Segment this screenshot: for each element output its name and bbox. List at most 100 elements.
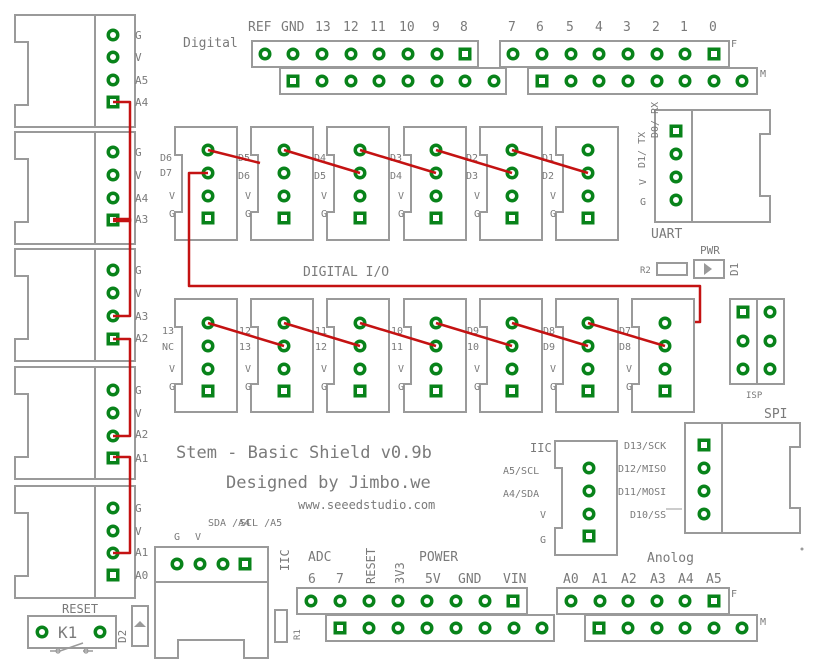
digital-label-0: 0 — [709, 20, 717, 35]
left-connector-5-label-2: V — [135, 525, 142, 538]
analog-row1 — [556, 587, 730, 615]
io-top-1-label-3: V — [169, 191, 175, 202]
io-top-3-label-2: D5 — [314, 171, 326, 182]
isp-header: ISP — [729, 298, 785, 401]
left-connector-4-label-3: A2 — [135, 428, 148, 441]
io-bottom-7-label-2: D8 — [619, 342, 631, 353]
digital-label-4: 4 — [595, 20, 603, 35]
io-bottom-4-label-1: 10 — [391, 326, 403, 337]
left-connector-1: G V A5 A4 — [14, 14, 149, 128]
uart-title: UART — [651, 227, 682, 242]
io-bottom-row: 13 NC V G 12 13 V G 11 12 V G — [162, 298, 695, 413]
io-top-4: D3 D4 V G — [390, 126, 467, 241]
power-label-6: 6 — [308, 572, 316, 587]
d2-label: D2 — [116, 630, 129, 643]
io-bottom-1-label-1: 13 — [162, 326, 174, 337]
left-connector-2-label-3: A4 — [135, 192, 149, 205]
iic-left-connector: G V SDA /A4 SCL /A5 IIC — [154, 518, 292, 659]
digital-label-1: 1 — [680, 20, 688, 35]
analog-label-a2: A2 — [621, 572, 637, 587]
trace-bottom-3 — [359, 321, 437, 348]
analog-f-mark: F — [731, 589, 737, 600]
io-bottom-6-label-3: V — [550, 364, 556, 375]
spi-connector: SPI D13/SCK D12/MISO D11/MOSI D10/SS — [618, 407, 804, 551]
reset-button[interactable]: RESET K1 — [27, 602, 117, 654]
io-top-6-label-4: G — [550, 209, 556, 220]
io-bottom-3-label-1: 11 — [315, 326, 327, 337]
reset-label: RESET — [62, 602, 98, 616]
trace-top-5 — [511, 148, 589, 175]
io-bottom-4-label-3: V — [398, 364, 404, 375]
io-bottom-3-label-4: G — [321, 382, 327, 393]
digital-header-1-row2 — [279, 67, 507, 95]
left-connector-3-label-3: A3 — [135, 310, 148, 323]
brand-line-1: Stem - Basic Shield v0.9b — [176, 443, 432, 463]
left-connector-2-label-4: A3 — [135, 213, 148, 226]
r2-resistor — [656, 262, 688, 276]
brand-line-2: Designed by Jimbo.we — [226, 473, 431, 493]
adc-title: ADC — [308, 550, 331, 565]
digital-label-11: 11 — [370, 20, 386, 35]
trace-bottom-6 — [587, 321, 666, 348]
digital-label-8: 8 — [460, 20, 468, 35]
power-title: POWER — [419, 550, 458, 565]
r1-resistor: R1 — [274, 609, 303, 643]
io-top-5-label-1: D2 — [466, 153, 478, 164]
left-connector-4: G V A2 A1 — [14, 366, 148, 480]
io-bottom-4-label-2: 11 — [391, 342, 403, 353]
digital-label-3: 3 — [623, 20, 631, 35]
trace-a1 — [113, 455, 132, 555]
trace-bottom-5 — [511, 321, 589, 348]
power-label-5v: 5V — [425, 572, 441, 587]
io-bottom-6-label-1: D8 — [543, 326, 555, 337]
uart-label-g: G — [640, 197, 646, 208]
io-bottom-1-label-4: G — [169, 382, 175, 393]
io-bottom-7-label-1: D7 — [619, 326, 631, 337]
analog-label-a0: A0 — [563, 572, 579, 587]
io-bottom-2-label-3: V — [245, 364, 251, 375]
io-top-5-label-2: D3 — [466, 171, 478, 182]
iic-right-connector: IIC A5/SCL A4/SDA V G — [503, 440, 618, 556]
io-top-6-label-1: D1 — [542, 153, 554, 164]
d1-label: D1 — [728, 263, 741, 276]
left-connector-1-label-3: A5 — [135, 74, 148, 87]
io-top-1-label-4: G — [169, 209, 175, 220]
iic-left-label-g: G — [174, 532, 180, 543]
io-top-5-label-4: G — [474, 209, 480, 220]
digital-label-7: 7 — [508, 20, 516, 35]
io-top-6: D1 D2 V G — [542, 126, 619, 241]
io-top-4-label-4: G — [398, 209, 404, 220]
left-connector-2: G V A4 A3 — [14, 131, 149, 245]
spi-label-sck: D13/SCK — [624, 441, 666, 452]
left-connectors: G V A5 A4 G V A4 A3 G V A3 A2 — [14, 14, 149, 599]
power-row1 — [296, 587, 528, 615]
io-top-3-label-4: G — [321, 209, 327, 220]
analog-header: Anolog A0 A1 A2 A3 A4 A5 F M — [556, 551, 766, 642]
io-top-3-label-3: V — [321, 191, 327, 202]
analog-row2 — [584, 614, 758, 642]
io-bottom-5: D9 10 V G — [467, 298, 543, 413]
io-bottom-7-label-3: V — [626, 364, 632, 375]
k1-label: K1 — [58, 623, 77, 642]
io-top-1: D6 D7 V G — [160, 126, 238, 241]
left-connector-4-label-4: A1 — [135, 452, 148, 465]
digital-m-mark: M — [760, 69, 766, 80]
left-connector-1-label-2: V — [135, 51, 142, 64]
trace-bottom-2 — [283, 321, 361, 348]
left-connector-3-label-4: A2 — [135, 332, 148, 345]
io-bottom-7-label-4: G — [626, 382, 632, 393]
digital-label-2: 2 — [652, 20, 660, 35]
digital-label-6: 6 — [536, 20, 544, 35]
io-top-3-label-1: D4 — [314, 153, 326, 164]
analog-title: Anolog — [647, 551, 694, 566]
uart-label-rx: D0/ RX — [650, 102, 661, 138]
trace-top-1 — [207, 148, 261, 165]
iic-left-label-scl: SCL /A5 — [240, 518, 282, 529]
io-bottom-7: D7 D8 V G — [619, 298, 695, 413]
left-connector-5: G V A1 A0 — [14, 485, 148, 599]
io-bottom-3-label-2: 12 — [315, 342, 327, 353]
r2-label: R2 — [640, 266, 651, 276]
left-connector-5-label-3: A1 — [135, 546, 148, 559]
left-connector-2-label-2: V — [135, 169, 142, 182]
